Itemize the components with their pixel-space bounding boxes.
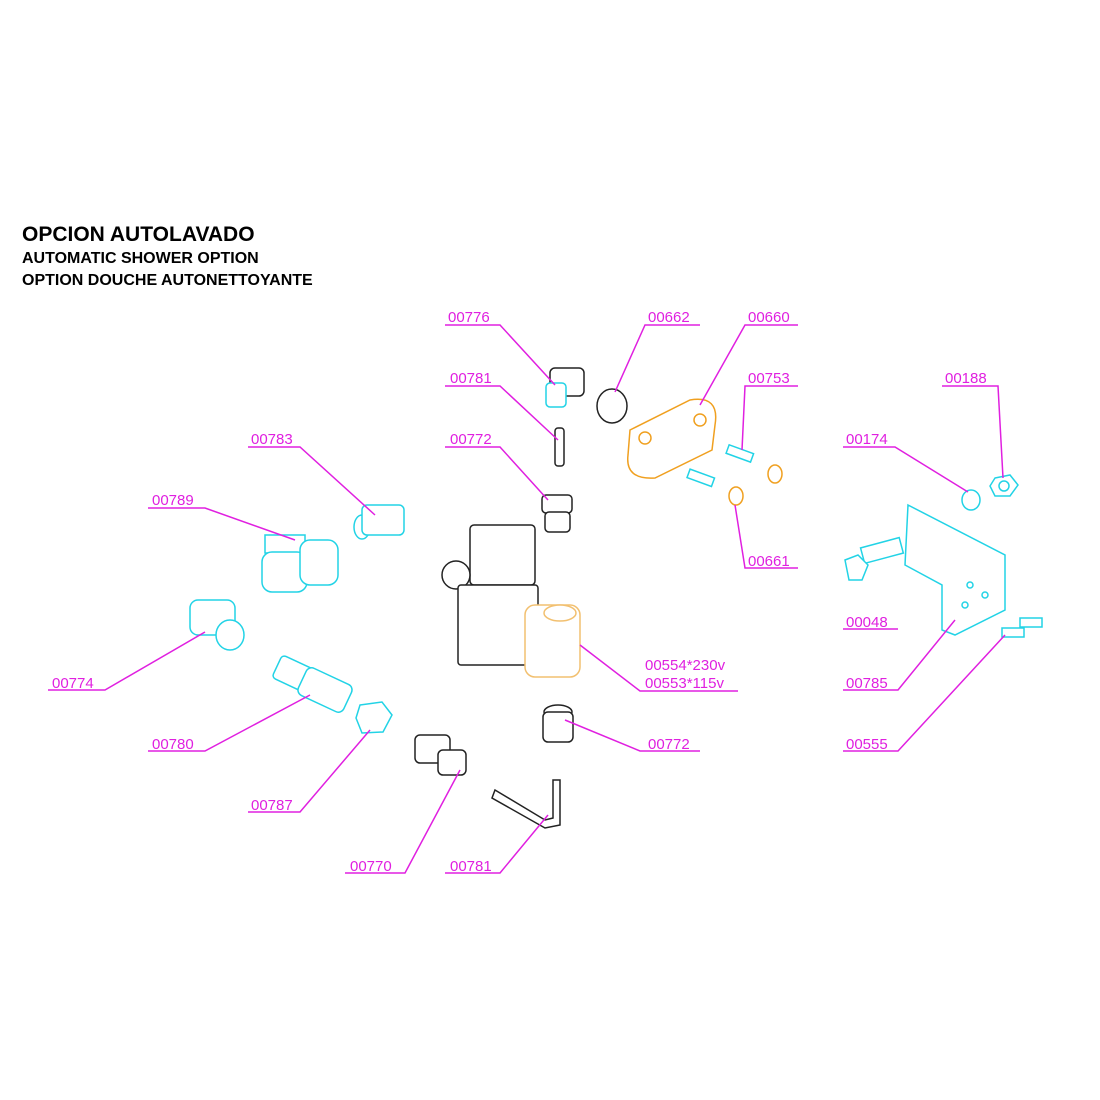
leader-line <box>248 446 376 516</box>
fitting-00770 <box>414 734 467 776</box>
part-number-label: 00780 <box>152 736 194 753</box>
fitting-00772-top <box>541 494 573 533</box>
pin-00781 <box>554 427 565 467</box>
nut-00787 <box>355 701 393 734</box>
leader-line <box>564 719 700 752</box>
part-number-label: 00772 <box>450 431 492 448</box>
part-number-label: 00785 <box>846 675 888 692</box>
ball-valve-00789 <box>261 534 339 593</box>
part-number-label: 00554*230v <box>645 657 726 674</box>
leader-line <box>445 324 556 386</box>
leader-line <box>843 619 956 691</box>
leader-line <box>942 385 1004 479</box>
leader-line <box>148 694 311 752</box>
leader-line <box>148 507 296 541</box>
part-number-label: 00555 <box>846 736 888 753</box>
screws-00555 <box>1001 617 1043 638</box>
part-number-label: 00787 <box>251 797 293 814</box>
part-number-label: 00781 <box>450 858 492 875</box>
elbow-00774 <box>189 599 245 651</box>
leader-line <box>699 324 798 406</box>
leader-line <box>734 504 798 569</box>
valve-body-00554 <box>524 604 581 678</box>
bolt-00048 <box>844 536 905 581</box>
leader-line <box>614 324 700 393</box>
solenoid-coil <box>441 524 539 666</box>
fitting-00783 <box>353 504 405 540</box>
part-number-label: 00553*115v <box>645 675 724 692</box>
orings-00661 <box>728 464 783 506</box>
part-number-label: 00776 <box>448 309 490 326</box>
leader-line <box>445 814 549 874</box>
bracket-00785 <box>904 503 1006 636</box>
nut-00188 <box>989 474 1019 497</box>
part-number-label: 00774 <box>52 675 94 692</box>
part-number-label: 00662 <box>648 309 690 326</box>
leader-line <box>445 446 549 501</box>
leader-line <box>579 644 738 692</box>
part-number-label: 00772 <box>648 736 690 753</box>
elbow-fitting-00776 <box>545 367 585 408</box>
adapter-00780 <box>272 655 353 713</box>
part-number-label: 00661 <box>748 553 790 570</box>
part-number-label: 00783 <box>251 431 293 448</box>
part-number-label: 00753 <box>748 370 790 387</box>
gasket-00662 <box>596 388 628 424</box>
cover-plate-00660 <box>627 398 717 479</box>
washer-00174 <box>961 489 981 511</box>
part-number-label: 00174 <box>846 431 888 448</box>
title-english: AUTOMATIC SHOWER OPTION <box>22 250 259 267</box>
title-spanish: OPCION AUTOLAVADO <box>22 223 255 246</box>
title-french: OPTION DOUCHE AUTONETTOYANTE <box>22 272 313 289</box>
part-number-label: 00660 <box>748 309 790 326</box>
leader-line <box>741 385 798 451</box>
leader-line <box>48 631 206 691</box>
part-number-label: 00789 <box>152 492 194 509</box>
leader-line <box>843 634 1006 752</box>
leader-line <box>843 446 969 493</box>
part-number-label: 00781 <box>450 370 492 387</box>
part-number-label: 00048 <box>846 614 888 631</box>
bent-tube-00781 <box>491 779 561 829</box>
leader-line <box>248 729 371 813</box>
part-number-label: 00188 <box>945 370 987 387</box>
part-number-label: 00770 <box>350 858 392 875</box>
leader-line <box>345 769 461 874</box>
leader-line <box>445 385 559 441</box>
fitting-00772-bottom <box>542 704 574 743</box>
